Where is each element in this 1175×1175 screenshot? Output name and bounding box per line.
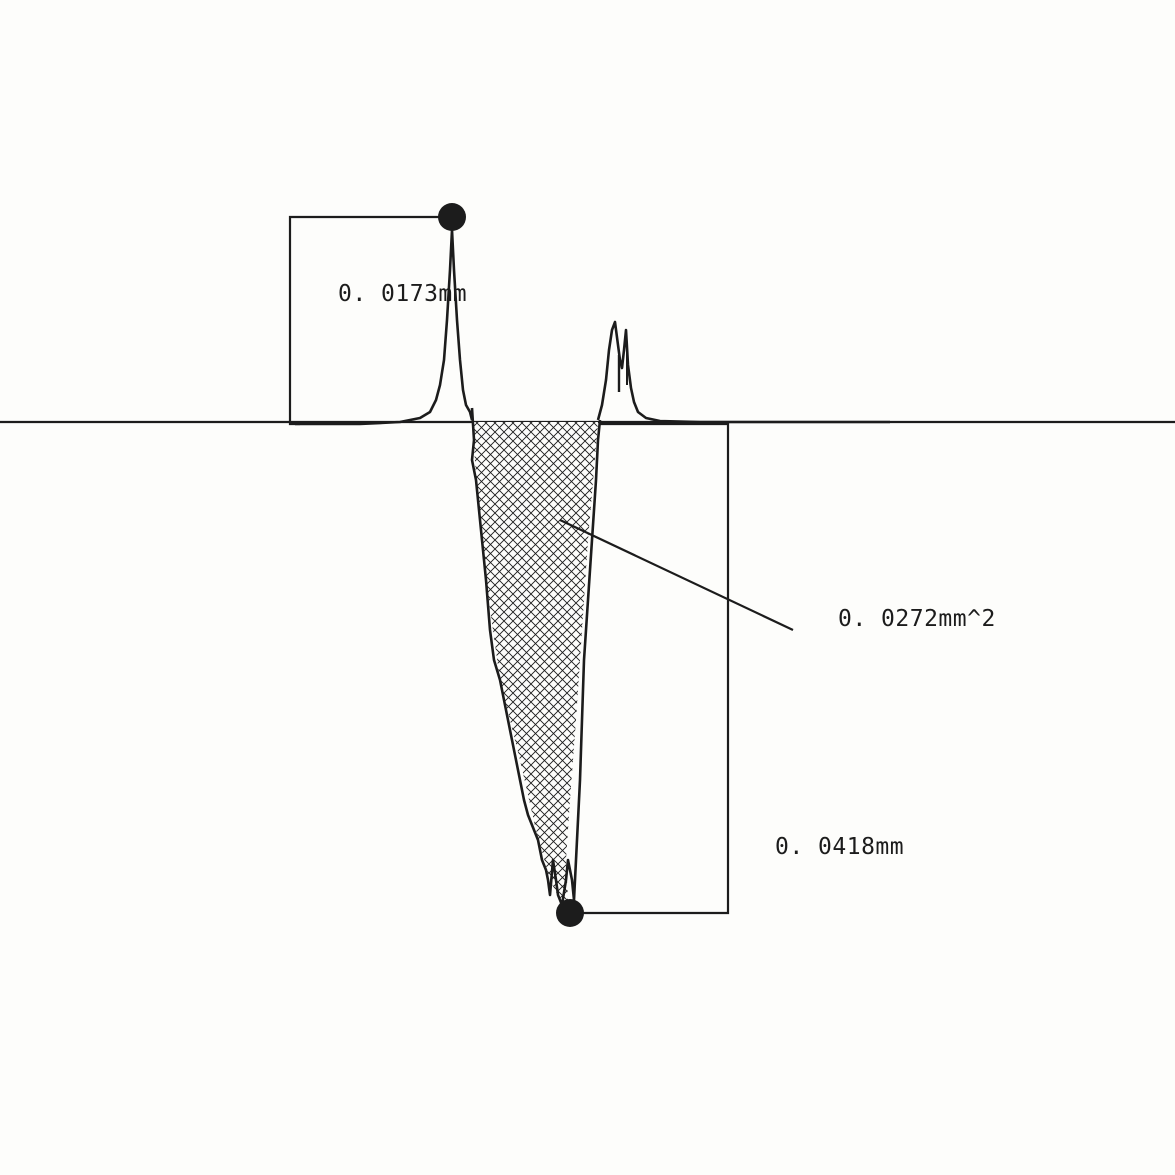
- peak-height-label: 0. 0173mm: [338, 281, 467, 307]
- groove-area-hatch: [472, 422, 598, 900]
- groove-depth-bracket: [570, 422, 730, 915]
- right-peak-profile-line: [596, 320, 890, 424]
- left-peak-profile-line: [295, 228, 474, 426]
- groove-area-label: 0. 0272mm^2: [838, 606, 996, 632]
- area-leader-line: [559, 519, 794, 631]
- groove-depth-label: 0. 0418mm: [775, 834, 904, 860]
- depth-marker: [556, 899, 584, 927]
- peak-height-bracket: [288, 215, 452, 426]
- groove-profile-line: [470, 407, 602, 907]
- peak-marker: [438, 203, 466, 231]
